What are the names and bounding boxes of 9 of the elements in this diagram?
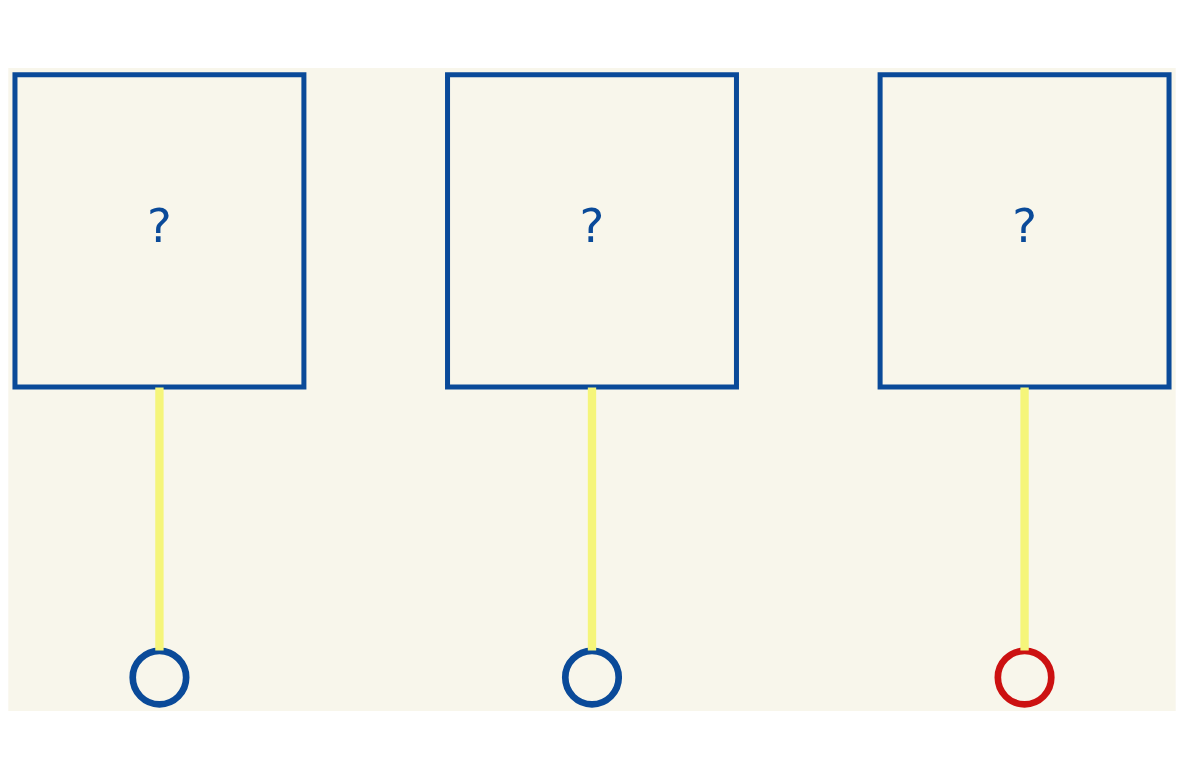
connector — [155, 387, 164, 651]
connector — [587, 387, 597, 651]
node-circle — [129, 647, 190, 708]
node-box: ? — [445, 72, 739, 390]
connector — [1020, 387, 1029, 651]
node-box: ? — [12, 72, 307, 390]
node-circle — [561, 647, 623, 708]
node-circle — [994, 647, 1055, 708]
node-box: ? — [877, 72, 1172, 390]
